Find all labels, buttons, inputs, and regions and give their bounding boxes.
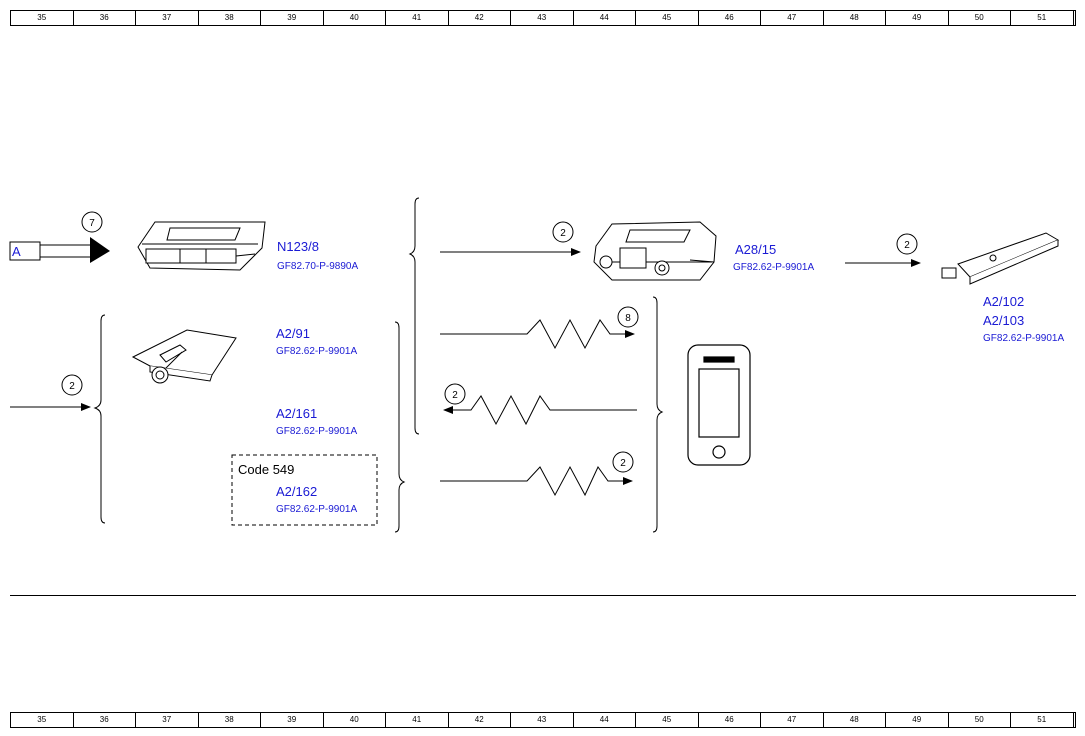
ruler-column: 38	[197, 11, 261, 25]
ruler-column: 42	[447, 11, 511, 25]
code-549-box	[231, 454, 378, 526]
svg-text:2: 2	[620, 458, 626, 469]
thick-arrow-icon	[90, 237, 110, 263]
callout-a28: 2	[552, 221, 574, 243]
wireless-signal-3: 2	[440, 451, 634, 497]
ruler-column: 37	[135, 713, 198, 727]
a2-162-id: A2/162	[276, 484, 317, 499]
ruler-column: 47	[760, 713, 823, 727]
ruler-column	[1072, 713, 1076, 727]
a2-102-id: A2/102	[983, 294, 1024, 309]
callout-left: 2	[61, 374, 83, 396]
a28-15-doc: GF82.62-P-9901A	[733, 262, 814, 273]
ruler-column: 37	[135, 11, 198, 25]
phone-brace	[652, 296, 664, 533]
wireless-signal-2: 2	[443, 383, 637, 426]
n123-8-id: N123/8	[277, 239, 319, 254]
ruler-column: 45	[635, 713, 698, 727]
a2-91-doc: GF82.62-P-9901A	[276, 346, 357, 357]
n123-8-module-icon	[137, 221, 266, 271]
ruler-column: 48	[822, 713, 886, 727]
ruler-column	[1072, 11, 1076, 25]
ruler-column: 43	[510, 713, 573, 727]
a2-102-antenna-icon	[941, 232, 1060, 285]
svg-text:2: 2	[904, 240, 910, 251]
a28-15-module-icon	[593, 221, 717, 281]
ruler-column: 47	[760, 11, 823, 25]
input-signal-a: A	[9, 237, 110, 263]
svg-text:8: 8	[625, 313, 631, 324]
ruler-column: 49	[885, 713, 948, 727]
ruler-column: 45	[635, 11, 698, 25]
ruler-column: 40	[322, 713, 386, 727]
ruler-column: 49	[885, 11, 948, 25]
left-brace	[93, 314, 106, 524]
ruler-column: 51	[1010, 11, 1073, 25]
code-549-label: Code 549	[238, 462, 294, 477]
svg-text:2: 2	[452, 390, 458, 401]
input-signal-label: A	[12, 244, 21, 259]
ruler-column: 46	[697, 11, 761, 25]
ruler-column: 40	[322, 11, 386, 25]
ruler-column: 36	[72, 713, 136, 727]
ruler-column: 44	[572, 713, 636, 727]
ruler-column: 43	[510, 11, 573, 25]
section-divider	[10, 595, 1076, 596]
ruler-column: 48	[822, 11, 886, 25]
a2-91-id: A2/91	[276, 326, 310, 341]
svg-text:7: 7	[89, 218, 95, 229]
ruler-column: 50	[947, 11, 1011, 25]
ruler-column: 42	[447, 713, 511, 727]
ruler-column: 46	[697, 713, 761, 727]
a2-102-doc: GF82.62-P-9901A	[983, 333, 1064, 344]
ruler-column: 35	[10, 11, 73, 25]
middle-brace	[408, 197, 420, 435]
a2-103-id: A2/103	[983, 313, 1024, 328]
wireless-signal-1: 8	[440, 306, 639, 350]
ruler-column: 41	[385, 713, 448, 727]
a2-161-id: A2/161	[276, 406, 317, 421]
ruler-column: 36	[72, 11, 136, 25]
callout-input: 7	[81, 211, 103, 233]
group-brace	[394, 321, 406, 533]
svg-text:2: 2	[69, 381, 75, 392]
ruler-column: 39	[260, 11, 323, 25]
ruler-column: 39	[260, 713, 323, 727]
ruler-column: 41	[385, 11, 448, 25]
ruler-column: 38	[197, 713, 261, 727]
ruler-column: 44	[572, 11, 636, 25]
mobile-phone-icon	[687, 344, 751, 466]
ruler-column: 35	[10, 713, 73, 727]
a28-15-id: A28/15	[735, 242, 776, 257]
svg-text:2: 2	[560, 228, 566, 239]
a2-161-doc: GF82.62-P-9901A	[276, 426, 357, 437]
ruler-column: 50	[947, 713, 1011, 727]
ruler-column: 51	[1010, 713, 1073, 727]
callout-a2102: 2	[896, 233, 918, 255]
a2-91-antenna-icon	[131, 329, 237, 384]
a2-162-doc: GF82.62-P-9901A	[276, 504, 357, 515]
n123-8-doc: GF82.70-P-9890A	[277, 261, 358, 272]
